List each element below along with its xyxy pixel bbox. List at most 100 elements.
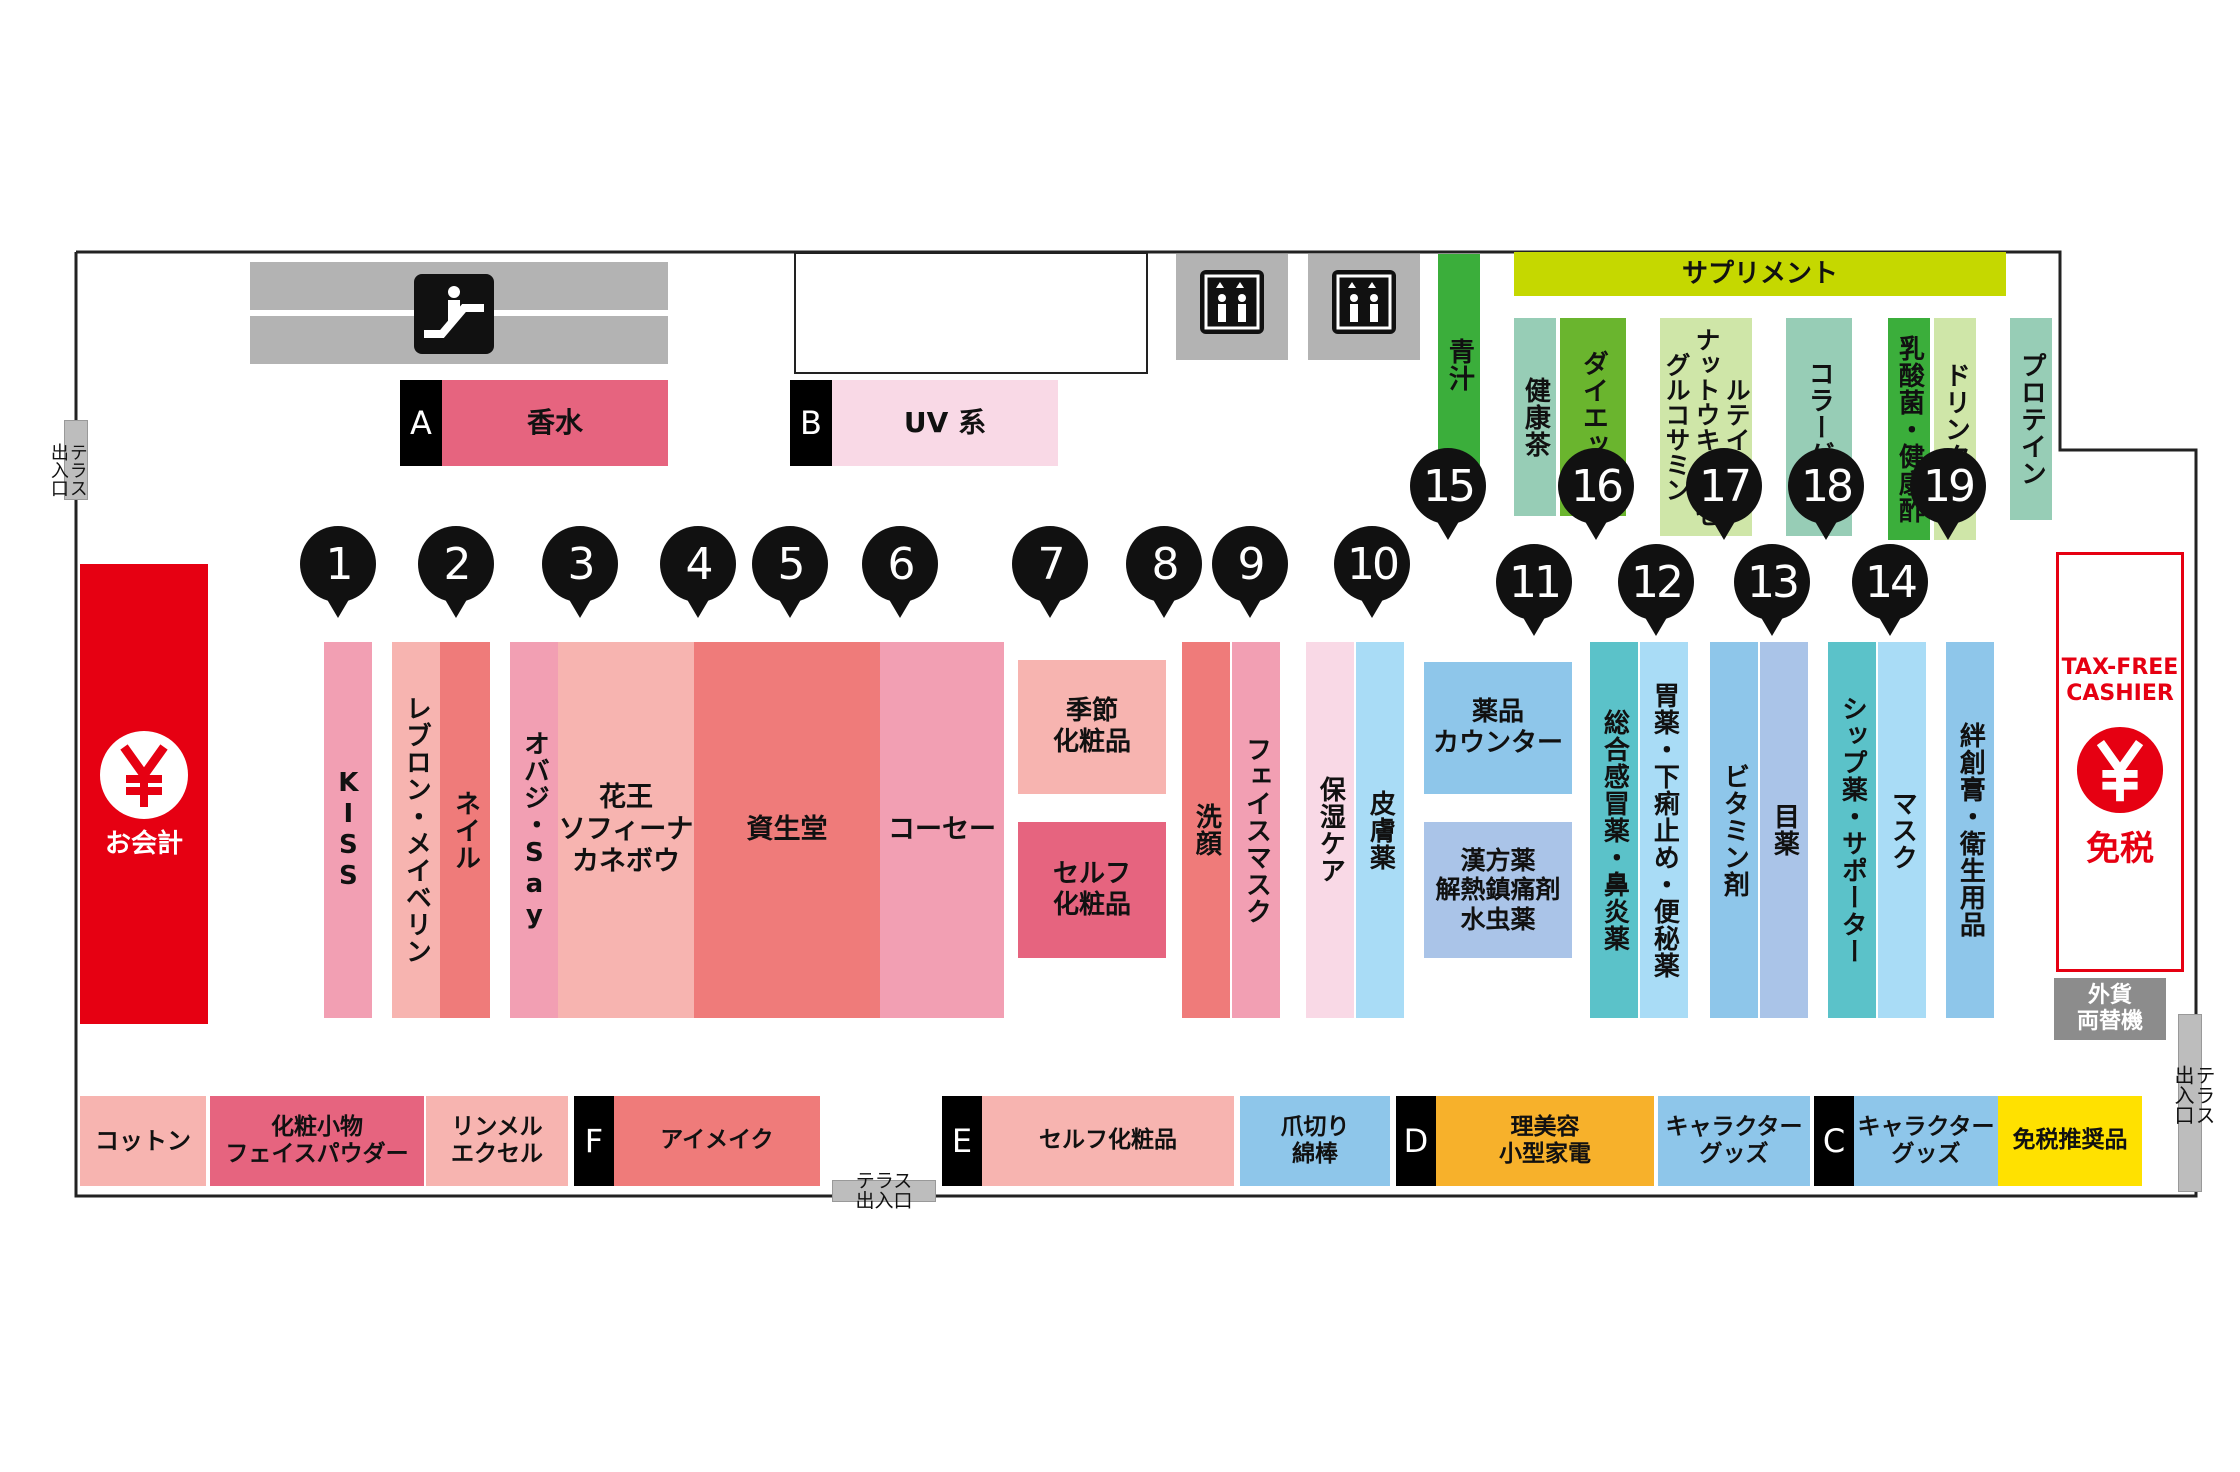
map-pin-icon[interactable]: 14 xyxy=(1847,540,1933,640)
yen-icon xyxy=(100,730,188,819)
section-mask[interactable]: マスク xyxy=(1878,642,1926,1018)
section-tag-c: C xyxy=(1814,1096,1854,1186)
section-self-cosmetics[interactable]: セルフ化粧品 xyxy=(982,1096,1234,1186)
pin-number: 18 xyxy=(1801,460,1854,512)
section-facemask[interactable]: フェイスマスク xyxy=(1232,642,1280,1018)
pin-number: 6 xyxy=(887,538,916,590)
section-kao[interactable]: 花王 ソフィーナ カネボウ xyxy=(558,642,694,1018)
pin-number: 2 xyxy=(443,538,472,590)
section-menzei-suisho[interactable]: 免税推奨品 xyxy=(1998,1096,2142,1186)
terrace-entrance-right[interactable] xyxy=(2178,1014,2202,1192)
pin-number: 19 xyxy=(1923,460,1976,512)
section-hoshitsu[interactable]: 保湿ケア xyxy=(1306,642,1354,1018)
pin-number: 3 xyxy=(567,538,596,590)
section-tag-e: E xyxy=(942,1096,982,1186)
section-self[interactable]: セルフ 化粧品 xyxy=(1018,822,1166,958)
section-revlon[interactable]: レブロン・メイベリン xyxy=(392,642,440,1018)
pin-number: 1 xyxy=(325,538,354,590)
pin-number: 13 xyxy=(1747,556,1800,608)
empty-area xyxy=(794,252,1148,374)
map-pin-icon[interactable]: 13 xyxy=(1729,540,1815,640)
section-bansoko[interactable]: 絆創膏・衛生用品 xyxy=(1946,642,1994,1018)
pin-number: 14 xyxy=(1865,556,1918,608)
elevator-icon xyxy=(1200,270,1264,334)
section-uv[interactable]: UV 系 xyxy=(832,380,1058,466)
pin-number: 4 xyxy=(685,538,714,590)
currency-exchange[interactable]: 外貨 両替機 xyxy=(2054,978,2166,1040)
map-pin-icon[interactable]: 15 xyxy=(1405,444,1491,544)
section-seasonal[interactable]: 季節 化粧品 xyxy=(1018,660,1166,794)
map-pin-icon[interactable]: 17 xyxy=(1681,444,1767,544)
section-kenkocha[interactable]: 健康茶 xyxy=(1514,318,1556,516)
section-rimmel[interactable]: リンメル エクセル xyxy=(426,1096,568,1186)
escalator-icon xyxy=(414,274,494,354)
pin-number: 9 xyxy=(1237,538,1266,590)
section-kiss[interactable]: KISS xyxy=(324,642,372,1018)
section-megusuri[interactable]: 目薬 xyxy=(1760,642,1808,1018)
map-pin-icon[interactable]: 18 xyxy=(1783,444,1869,544)
section-tag-b: B xyxy=(790,380,832,466)
terrace-entrance-label: テラス 出入口 xyxy=(2171,1065,2216,1125)
pin-number: 10 xyxy=(1347,538,1400,590)
pin-number: 11 xyxy=(1509,556,1562,608)
map-pin-icon[interactable]: 12 xyxy=(1613,540,1699,640)
elevator-icon xyxy=(1332,270,1396,334)
section-shiseido[interactable]: 資生堂 xyxy=(694,642,880,1018)
section-nail[interactable]: ネイル xyxy=(440,642,490,1018)
menzei-label: 免税 xyxy=(2086,828,2154,869)
section-tag-d: D xyxy=(1396,1096,1436,1186)
section-perfume[interactable]: 香水 xyxy=(442,380,668,466)
section-cotton[interactable]: コットン xyxy=(80,1096,206,1186)
terrace-entrance-label: テラス 出入口 xyxy=(47,443,88,497)
pin-number: 17 xyxy=(1699,460,1752,512)
section-obaji[interactable]: オバジ・Say xyxy=(510,642,558,1018)
map-pin-icon[interactable]: 11 xyxy=(1491,540,1577,640)
section-kampo[interactable]: 漢方薬 解熱鎮痛剤 水虫薬 xyxy=(1424,822,1572,958)
section-shippu[interactable]: シップ薬・サポーター xyxy=(1828,642,1876,1018)
section-keshohin[interactable]: 化粧小物 フェイスパウダー xyxy=(210,1096,424,1186)
terrace-entrance-bottom[interactable] xyxy=(832,1180,936,1202)
section-tag-a: A xyxy=(400,380,442,466)
pin-number: 16 xyxy=(1571,460,1624,512)
section-ichoyaku[interactable]: 胃薬・下痢止め・便秘薬 xyxy=(1640,642,1688,1018)
section-character-goods-1[interactable]: キャラクター グッズ xyxy=(1658,1096,1810,1186)
map-pin-icon[interactable]: 7 xyxy=(1007,522,1093,622)
section-eyemake[interactable]: アイメイク xyxy=(614,1096,820,1186)
section-sogo[interactable]: 総合感冒薬・鼻炎薬 xyxy=(1590,642,1638,1018)
map-pin-icon[interactable]: 19 xyxy=(1905,444,1991,544)
pin-number: 15 xyxy=(1423,460,1476,512)
section-senganu[interactable]: 洗顔 xyxy=(1182,642,1230,1018)
terrace-entrance-label: テラス 出入口 xyxy=(855,1170,913,1212)
map-pin-icon[interactable]: 5 xyxy=(747,522,833,622)
section-biyo[interactable]: 理美容 小型家電 xyxy=(1436,1096,1654,1186)
pin-number: 7 xyxy=(1037,538,1066,590)
map-pin-icon[interactable]: 6 xyxy=(857,522,943,622)
tax-free-cashier[interactable]: TAX-FREE CASHIER 免税 xyxy=(2056,552,2184,972)
map-pin-icon[interactable]: 4 xyxy=(655,522,741,622)
checkout-counter[interactable]: お会計 xyxy=(80,564,208,1024)
map-pin-icon[interactable]: 3 xyxy=(537,522,623,622)
checkout-label: お会計 xyxy=(104,828,183,859)
section-supplement[interactable]: サプリメント xyxy=(1514,252,2006,296)
pin-number: 8 xyxy=(1151,538,1180,590)
map-pin-icon[interactable]: 16 xyxy=(1553,444,1639,544)
tax-free-label: TAX-FREE xyxy=(2061,654,2179,680)
yen-icon xyxy=(2076,726,2164,813)
section-character-goods-2[interactable]: キャラクター グッズ xyxy=(1854,1096,1998,1186)
cashier-label: CASHIER xyxy=(2066,680,2174,706)
section-vitamin[interactable]: ビタミン剤 xyxy=(1710,642,1758,1018)
map-pin-icon[interactable]: 2 xyxy=(413,522,499,622)
section-kose[interactable]: コーセー xyxy=(880,642,1004,1018)
pin-number: 12 xyxy=(1631,556,1684,608)
map-pin-icon[interactable]: 10 xyxy=(1329,522,1415,622)
map-pin-icon[interactable]: 1 xyxy=(295,522,381,622)
section-tag-f: F xyxy=(574,1096,614,1186)
map-pin-icon[interactable]: 8 xyxy=(1121,522,1207,622)
pin-number: 5 xyxy=(777,538,806,590)
map-pin-icon[interactable]: 9 xyxy=(1207,522,1293,622)
section-hifu[interactable]: 皮膚薬 xyxy=(1356,642,1404,1018)
terrace-entrance-left[interactable] xyxy=(64,420,88,500)
section-protein[interactable]: プロテイン xyxy=(2010,318,2052,520)
section-tsumekiri[interactable]: 爪切り 綿棒 xyxy=(1240,1096,1390,1186)
section-counter[interactable]: 薬品 カウンター xyxy=(1424,662,1572,794)
